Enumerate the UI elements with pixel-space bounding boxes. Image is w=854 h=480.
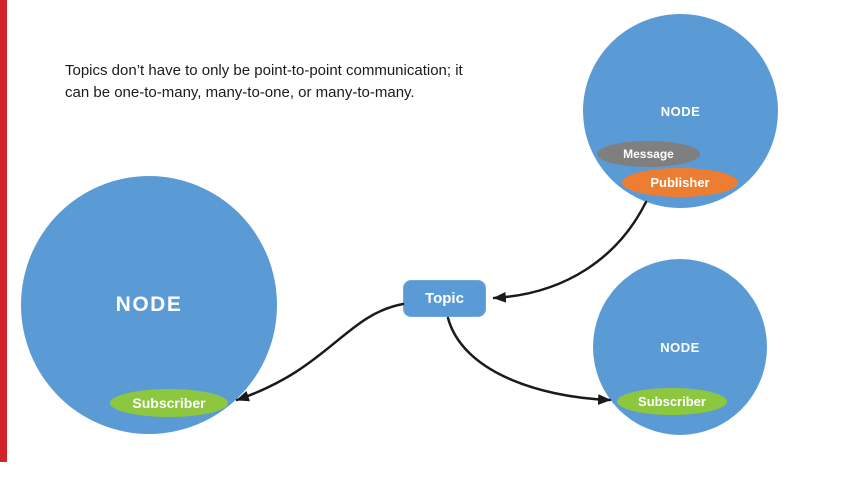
node-bottom-right-label: NODE	[660, 339, 700, 355]
left-red-accent-bar	[0, 0, 7, 462]
publisher-badge: Publisher	[622, 168, 738, 197]
subscriber-badge-bottom-right: Subscriber	[617, 388, 727, 415]
node-left-label: NODE	[115, 293, 183, 316]
arrow-topic-to-bottom-right-subscriber	[446, 316, 612, 405]
node-top-right-label: NODE	[660, 103, 701, 119]
caption-line-1: Topics don’t have to only be point-to-po…	[65, 62, 463, 79]
topic-box: Topic	[403, 280, 486, 317]
subscriber-badge-left: Subscriber	[110, 389, 228, 417]
caption: Topics don’t have to only be point-to-po…	[65, 60, 463, 104]
message-badge: Message	[597, 141, 700, 167]
caption-line-2: can be one-to-many, many-to-one, or many…	[65, 84, 415, 101]
